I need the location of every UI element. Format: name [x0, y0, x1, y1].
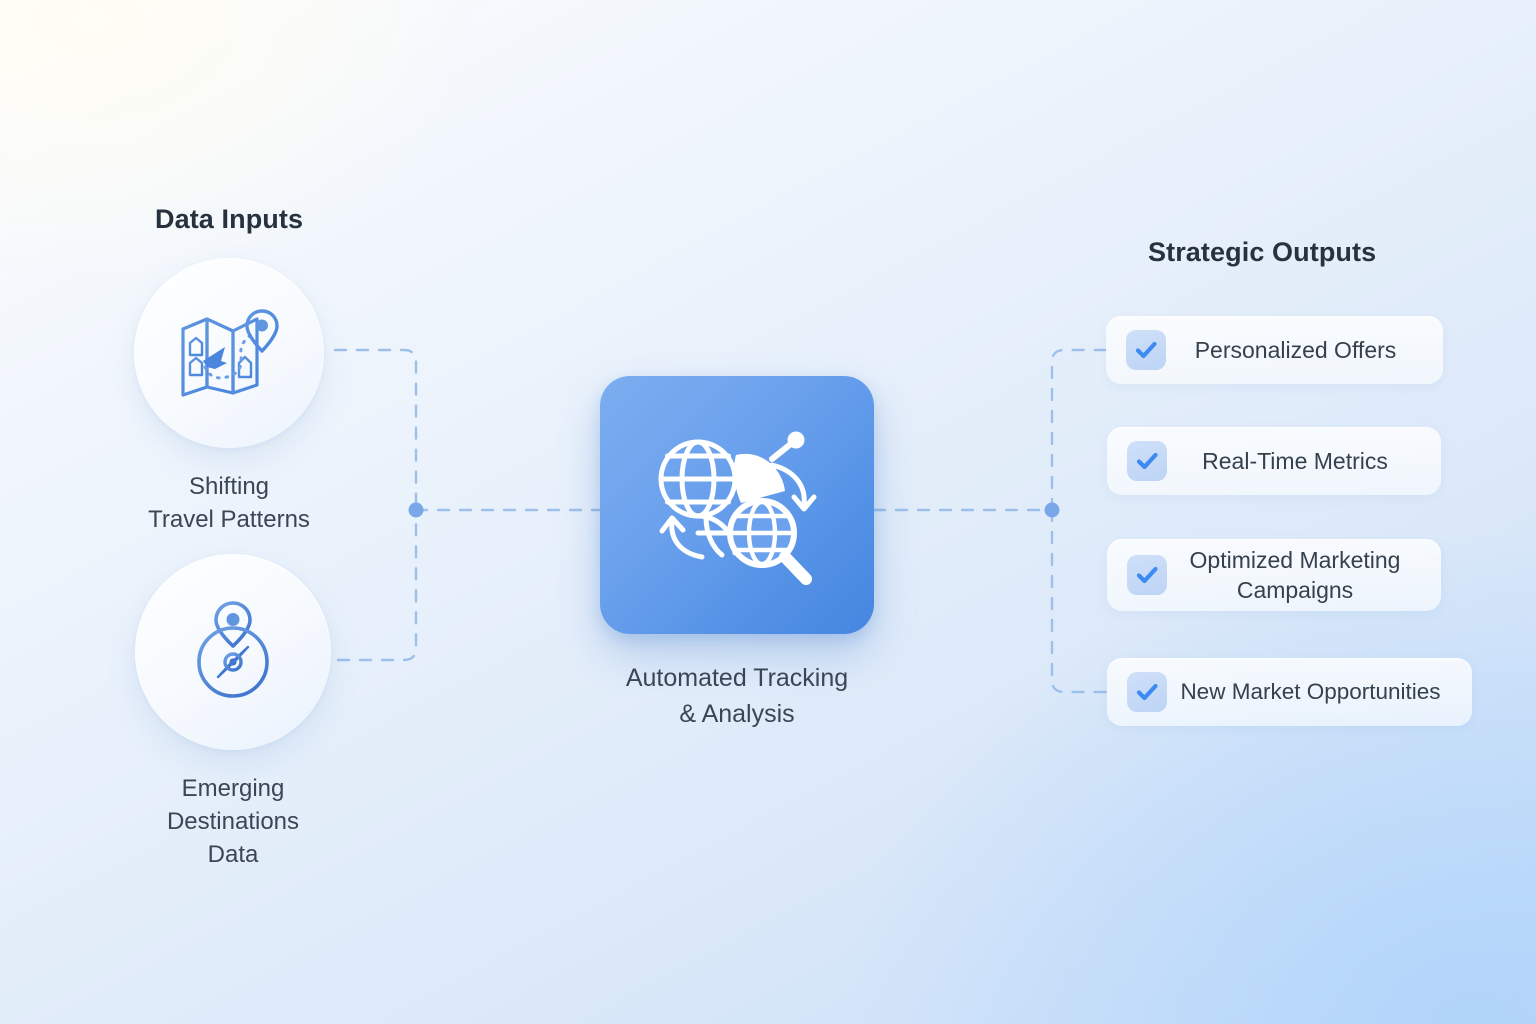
wire-output-bottom	[1050, 508, 1108, 694]
checkbox-checked[interactable]	[1127, 441, 1167, 481]
output-card-optimized-marketing-campaigns[interactable]: Optimized Marketing Campaigns	[1107, 539, 1441, 611]
compass-pin-icon	[190, 601, 276, 704]
folded-map-icon	[181, 309, 279, 397]
junction-dot-outputs	[1044, 502, 1060, 518]
checkbox-checked[interactable]	[1127, 555, 1167, 595]
input-icon-container	[135, 554, 331, 750]
wire-input-top	[333, 348, 418, 512]
strategic-outputs-heading: Strategic Outputs	[1148, 237, 1377, 267]
data-inputs-heading: Data Inputs	[155, 204, 304, 234]
output-card-real-time-metrics[interactable]: Real-Time Metrics	[1107, 427, 1441, 495]
globe-satellite-search-icon	[658, 431, 817, 585]
input-node-label: Emerging Destinations Data	[166, 775, 300, 868]
input-icon-container	[134, 258, 324, 448]
check-icon	[1136, 566, 1158, 584]
output-card-label: Real-Time Metrics	[1202, 448, 1388, 474]
output-card-new-market-opportunities[interactable]: New Market Opportunities	[1107, 658, 1472, 726]
input-node-shifting-travel-patterns[interactable]: Shifting Travel Patterns	[114, 258, 344, 536]
center-process-node[interactable]: Automated Tracking & Analysis	[600, 376, 874, 732]
input-node-label: Shifting Travel Patterns	[148, 473, 310, 533]
wire-output-top	[1050, 348, 1108, 512]
output-card-label: Optimized Marketing Campaigns	[1189, 547, 1401, 603]
check-icon	[1136, 683, 1158, 701]
checkbox-checked[interactable]	[1126, 330, 1166, 370]
check-icon	[1136, 452, 1158, 470]
center-process-label: Automated Tracking & Analysis	[625, 664, 849, 728]
checkbox-checked[interactable]	[1127, 672, 1167, 712]
output-card-label: New Market Opportunities	[1180, 679, 1441, 704]
output-card-personalized-offers[interactable]: Personalized Offers	[1106, 316, 1443, 384]
output-card-label: Personalized Offers	[1194, 337, 1397, 363]
check-icon	[1135, 341, 1157, 359]
junction-dot-inputs	[408, 502, 424, 518]
wire-input-bottom	[336, 508, 418, 662]
input-node-emerging-destinations-data[interactable]: Emerging Destinations Data	[118, 554, 348, 871]
center-process-card[interactable]	[600, 376, 874, 634]
